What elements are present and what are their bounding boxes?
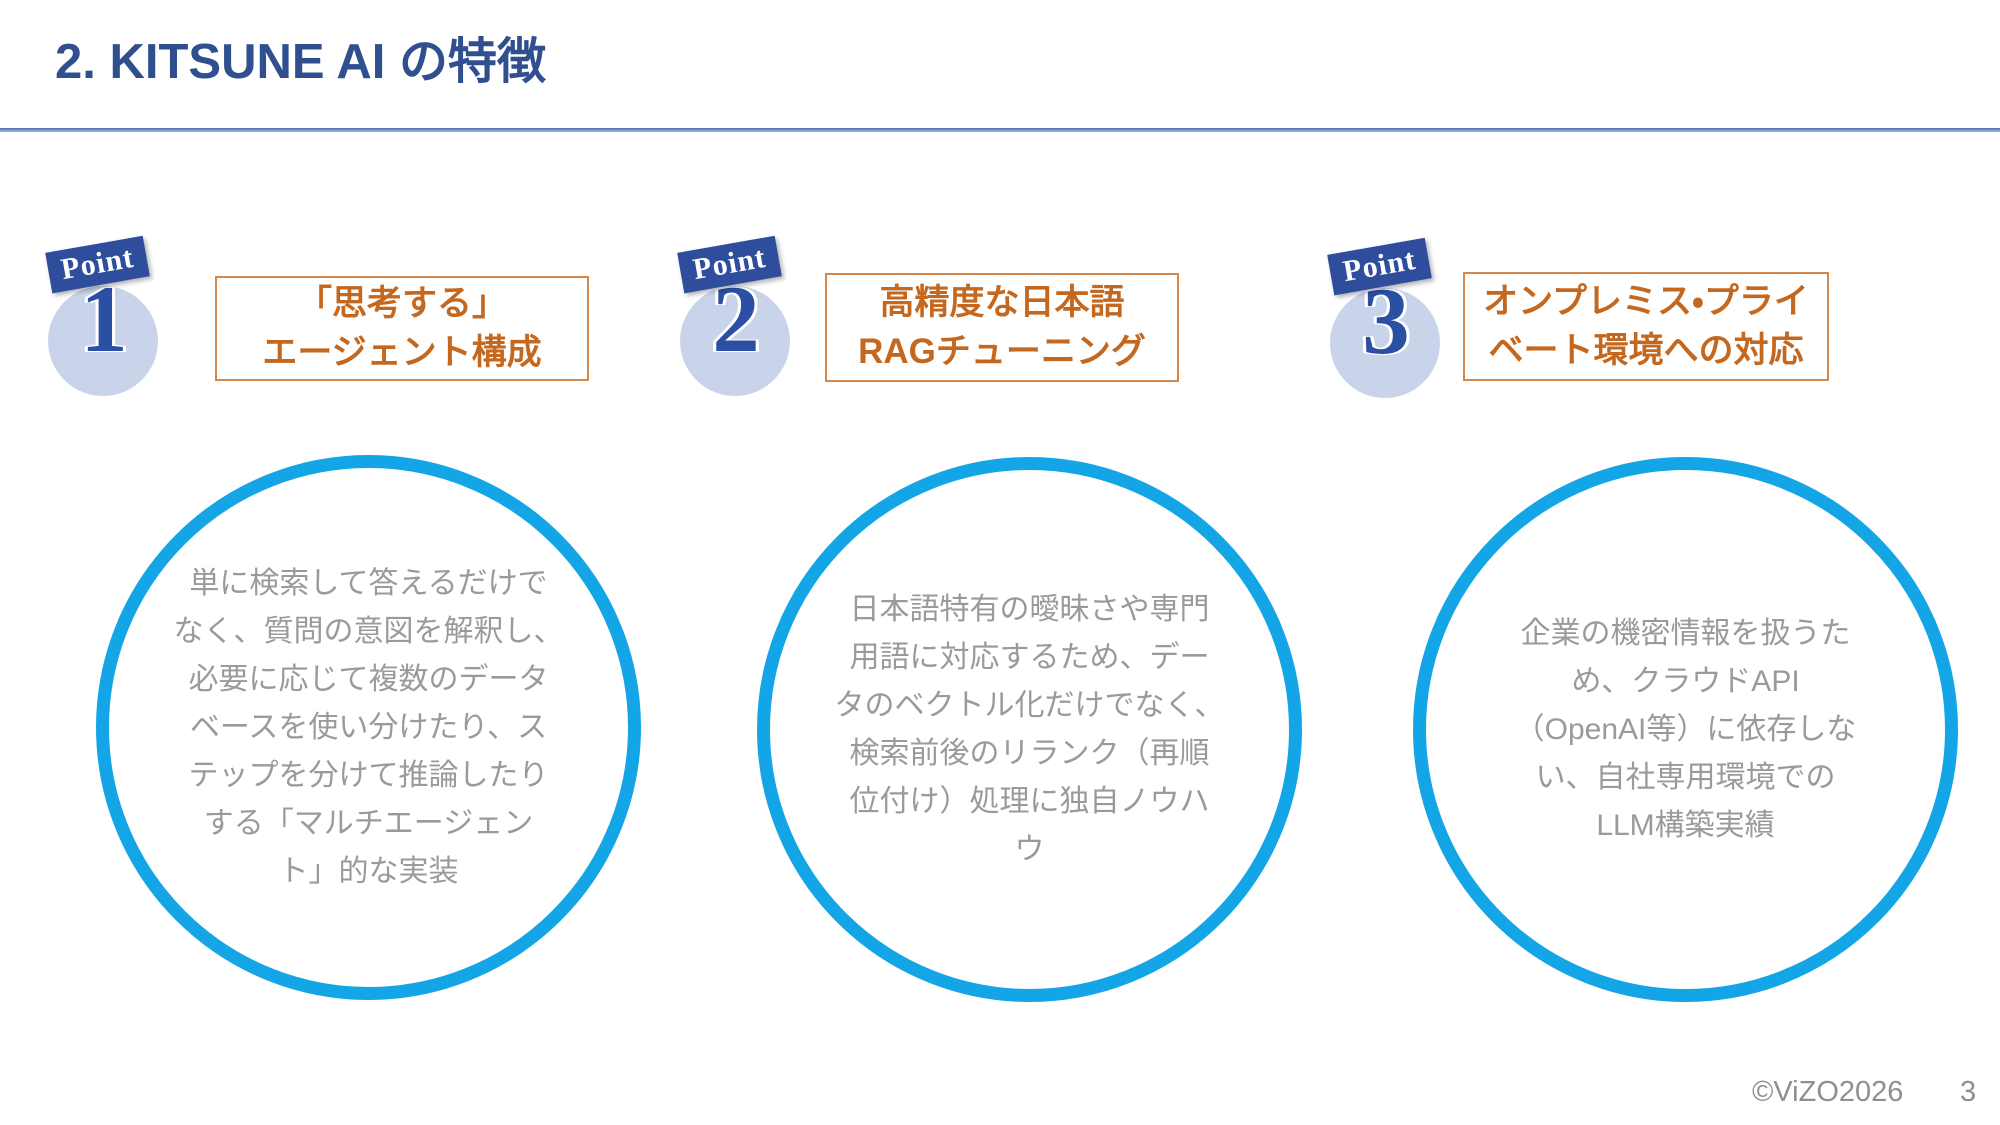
point-1-badge: 1 Point xyxy=(45,235,178,405)
point-2-title: 高精度な日本語 RAGチューニング xyxy=(858,283,1146,371)
point-3-badge-circle xyxy=(1330,288,1440,398)
footer-copyright: ©ViZO2026 xyxy=(1752,1076,1904,1108)
point-3-description-circle: 企業の機密情報を扱うた め、クラウドAPI （OpenAI等）に依存しな い、自… xyxy=(1413,457,1958,1002)
point-3-title: オンプレミス・プライ ベート環境への対応 xyxy=(1483,282,1809,370)
point-2-badge: 2 Point xyxy=(677,235,810,405)
point-2-title-box: 高精度な日本語 RAGチューニング xyxy=(825,273,1179,382)
point-2-description: 日本語特有の曖昧さや専門 用語に対応するため、デー タのベクトル化だけでなく、 … xyxy=(834,592,1225,866)
title-divider xyxy=(0,128,2000,132)
point-2-description-circle: 日本語特有の曖昧さや専門 用語に対応するため、デー タのベクトル化だけでなく、 … xyxy=(757,457,1302,1002)
point-1-description-circle: 単に検索して答えるだけで なく、質問の意図を解釈し、 必要に応じて複数のデータ … xyxy=(96,455,641,1000)
point-1-title: 「思考する」 エージェント構成 xyxy=(262,284,542,372)
page-number: 3 xyxy=(1960,1076,1977,1108)
point-3-title-box: オンプレミス・プライ ベート環境への対応 xyxy=(1463,272,1829,381)
point-1-badge-circle xyxy=(48,286,158,396)
point-3-badge: 3 Point xyxy=(1327,237,1460,407)
point-1-description: 単に検索して答えるだけで なく、質問の意図を解釈し、 必要に応じて複数のデータ … xyxy=(173,566,564,888)
point-3-description: 企業の機密情報を扱うた め、クラウドAPI （OpenAI等）に依存しな い、自… xyxy=(1514,616,1857,842)
point-1-title-box: 「思考する」 エージェント構成 xyxy=(215,276,589,381)
slide-title: 2. KITSUNE AI の特徴 xyxy=(55,35,546,89)
point-2-badge-circle xyxy=(680,286,790,396)
